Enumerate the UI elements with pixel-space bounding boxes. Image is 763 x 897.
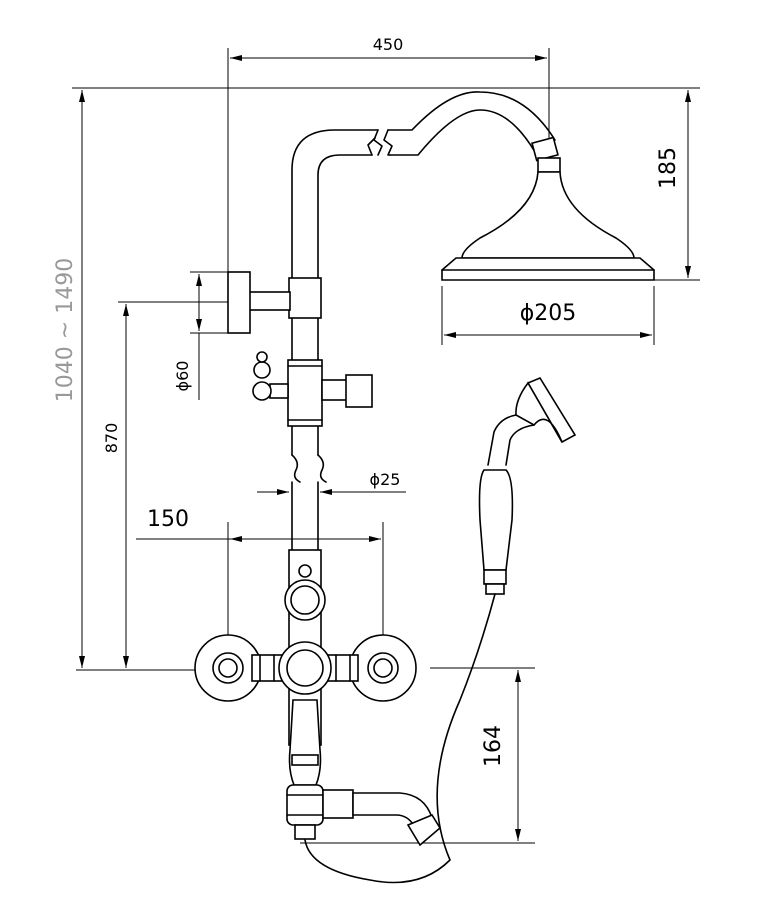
dimension-205-label: ϕ205: [520, 301, 577, 326]
shower-head: [441, 136, 655, 281]
dimension-150: 150: [136, 507, 384, 660]
dimension-164-label: 164: [481, 725, 506, 767]
rail-clamp: [227, 271, 322, 334]
dimension-25-label: ϕ25: [370, 470, 401, 489]
bath-spout: [286, 784, 442, 847]
dimension-60: ϕ60: [173, 271, 228, 400]
dimension-450: 450: [227, 35, 550, 272]
dimension-60-label: ϕ60: [173, 361, 192, 392]
riser-pipe: [291, 91, 556, 551]
dimension-150-label: 150: [147, 507, 189, 532]
dimension-450-label: 450: [373, 35, 404, 54]
dimension-164: 164: [300, 667, 535, 844]
dimension-range-height: 1040 ~ 1490: [53, 87, 700, 668]
dimension-185: 185: [650, 90, 700, 281]
dimension-185-label: 185: [656, 147, 681, 189]
dimension-range-label: 1040 ~ 1490: [53, 258, 78, 402]
shower-hose: [304, 593, 496, 884]
hand-shower-holder: [252, 351, 373, 427]
mixer-body: [194, 549, 417, 786]
dimension-25: ϕ25: [257, 470, 406, 495]
hand-shower: [478, 376, 577, 595]
dimension-870-label: 870: [102, 423, 121, 454]
dimension-205: ϕ205: [441, 286, 655, 345]
